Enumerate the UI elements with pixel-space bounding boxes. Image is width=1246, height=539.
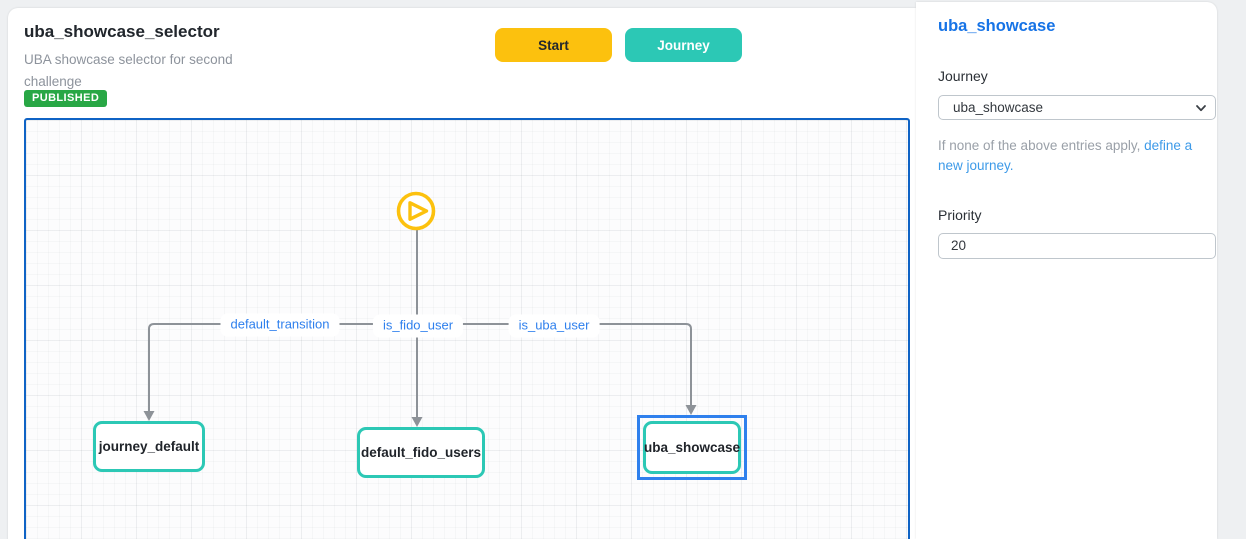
- node-selection-outline: uba_showcase: [637, 415, 747, 480]
- node-default-fido-users[interactable]: default_fido_users: [357, 427, 485, 478]
- priority-input[interactable]: [938, 233, 1216, 259]
- journey-help-text: If none of the above entries apply, defi…: [938, 136, 1210, 177]
- define-new-journey-link[interactable]: define a new journey.: [938, 138, 1193, 174]
- flow-canvas[interactable]: default_transition is_fido_user is_uba_u…: [24, 118, 910, 539]
- page-title: uba_showcase_selector: [24, 22, 220, 41]
- edge-default-transition-line: [148, 323, 417, 411]
- play-icon[interactable]: [396, 191, 436, 231]
- status-badge: PUBLISHED: [24, 90, 108, 107]
- priority-field-label: Priority: [938, 207, 982, 223]
- journey-select-wrap: uba_showcase: [938, 95, 1216, 120]
- properties-panel: uba_showcase Journey uba_showcase If non…: [916, 2, 1217, 539]
- start-button[interactable]: Start: [495, 28, 612, 62]
- panel-title: uba_showcase: [938, 17, 1056, 35]
- arrowhead-icon: [411, 417, 423, 427]
- edge-label-is-uba-user[interactable]: is_uba_user: [508, 314, 600, 338]
- node-uba-showcase[interactable]: uba_showcase: [643, 421, 741, 474]
- flow-connectors: [143, 191, 697, 427]
- arrowhead-icon: [685, 405, 697, 415]
- edge-is-uba-user-line: [417, 323, 692, 405]
- help-text: If none of the above entries apply,: [938, 138, 1145, 153]
- journey-button[interactable]: Journey: [625, 28, 742, 62]
- edge-label-is-fido-user[interactable]: is_fido_user: [372, 314, 464, 338]
- journey-editor-card: uba_showcase_selector UBA showcase selec…: [8, 8, 916, 539]
- arrowhead-icon: [143, 411, 155, 421]
- page-description: UBA showcase selector for second challen…: [24, 52, 233, 90]
- journey-field-label: Journey: [938, 68, 988, 84]
- node-journey-default[interactable]: journey_default: [93, 421, 205, 472]
- journey-select[interactable]: uba_showcase: [938, 95, 1216, 120]
- edge-label-default-transition[interactable]: default_transition: [220, 313, 340, 337]
